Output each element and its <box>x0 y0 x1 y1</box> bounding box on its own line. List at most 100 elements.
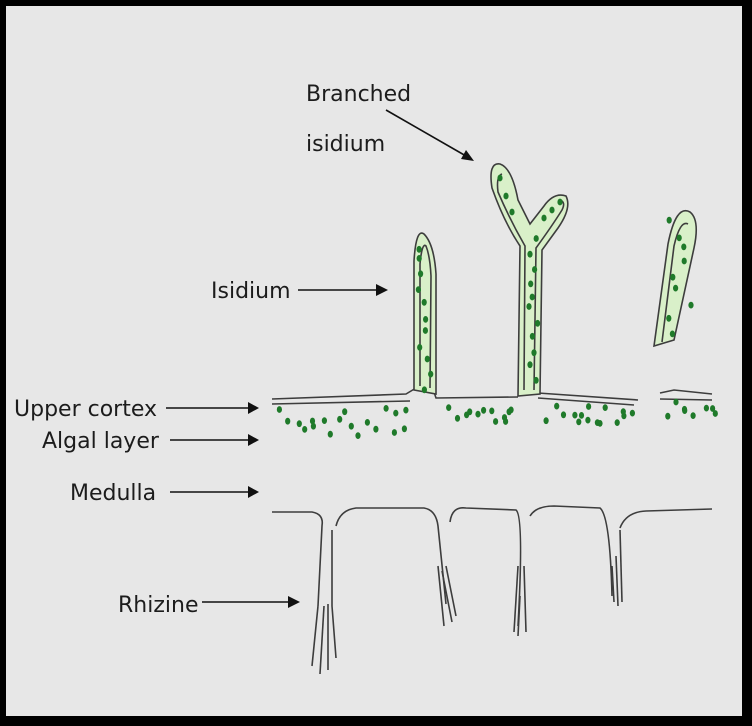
algal-cell <box>682 407 687 414</box>
algal-cell <box>425 356 430 363</box>
upper-cortex <box>272 388 712 405</box>
algal-cell <box>509 209 514 216</box>
algal-cell <box>428 371 433 378</box>
algal-cell <box>534 377 539 384</box>
rhizine <box>312 530 622 674</box>
algal-cell <box>423 316 428 323</box>
algal-cell <box>417 255 422 262</box>
algal-cell <box>355 432 360 439</box>
algal-cell <box>586 403 591 410</box>
algal-cell <box>503 193 508 200</box>
algal-cell <box>579 412 584 419</box>
algal-cell <box>337 416 342 423</box>
label-isidium: Isidium <box>211 279 291 304</box>
algal-cell <box>681 244 686 251</box>
algal-cell <box>691 412 696 419</box>
algal-cell <box>393 410 398 417</box>
label-branched-isidium-line2: isidium <box>306 132 385 157</box>
label-medulla: Medulla <box>70 481 156 506</box>
arrow-branched-isidium <box>386 110 474 161</box>
algal-cell <box>595 419 600 426</box>
algal-cell <box>670 274 675 281</box>
arrow-isidium <box>298 284 388 296</box>
algal-cell <box>285 418 290 425</box>
algal-cell <box>311 423 316 430</box>
algal-cell <box>530 333 535 340</box>
algal-cell <box>603 404 608 411</box>
algal-cell <box>349 423 354 430</box>
algal-cell <box>572 412 577 419</box>
arrow-medulla <box>170 486 259 498</box>
algal-cell <box>673 285 678 292</box>
algal-cell <box>544 417 549 424</box>
algal-cell <box>417 344 422 351</box>
algal-cell <box>541 215 546 222</box>
algal-cell <box>497 175 502 182</box>
algal-cell <box>481 407 486 414</box>
algal-cell <box>534 235 539 242</box>
algal-cell <box>422 299 427 306</box>
algal-cell <box>302 426 307 433</box>
algal-cell <box>527 251 532 258</box>
algal-cells <box>277 175 718 439</box>
algal-cell <box>665 413 670 420</box>
algal-cell <box>277 406 282 413</box>
arrow-rhizine <box>202 596 300 608</box>
lichen-cross-section-diagram: Branched isidium Isidium Upper cortex Al… <box>6 6 742 716</box>
algal-cell <box>576 419 581 426</box>
algal-cell <box>677 235 682 242</box>
algal-cell <box>630 410 635 417</box>
algal-cell <box>531 349 536 356</box>
label-branched-isidium-line1: Branched <box>306 82 411 107</box>
algal-cell <box>402 425 407 432</box>
arrow-algal-layer <box>170 434 259 446</box>
algal-cell <box>342 408 347 415</box>
algal-cell <box>682 258 687 265</box>
algal-cell <box>585 417 590 424</box>
diagram-canvas: Branched isidium Isidium Upper cortex Al… <box>6 6 746 716</box>
algal-cell <box>527 361 532 368</box>
algal-cell <box>502 414 507 421</box>
lower-cortex <box>272 506 712 626</box>
algal-cell <box>509 407 514 414</box>
algal-cell <box>667 217 672 224</box>
algal-cell <box>418 270 423 277</box>
label-algal-layer: Algal layer <box>42 429 160 454</box>
algal-cell <box>297 420 302 427</box>
algal-cell <box>666 315 671 322</box>
arrow-upper-cortex <box>166 402 259 414</box>
label-rhizine: Rhizine <box>118 593 198 618</box>
algal-cell <box>532 266 537 273</box>
algal-cell <box>423 327 428 334</box>
algal-cell <box>475 411 480 418</box>
algal-cell <box>416 286 421 293</box>
algal-cell <box>403 407 408 414</box>
algal-cell <box>489 408 494 415</box>
algal-cell <box>446 404 451 411</box>
algal-cell <box>365 419 370 426</box>
algal-cell <box>670 331 675 338</box>
algal-cell <box>392 429 397 436</box>
algal-cell <box>688 302 693 309</box>
branched-isidium-structure <box>491 164 568 396</box>
algal-cell <box>328 431 333 438</box>
algal-cell <box>561 411 566 418</box>
algal-cell <box>455 415 460 422</box>
label-upper-cortex: Upper cortex <box>14 397 157 422</box>
algal-cell <box>464 412 469 419</box>
algal-cell <box>526 303 531 310</box>
algal-cell <box>615 419 620 426</box>
algal-cell <box>528 281 533 288</box>
algal-cell <box>417 246 422 253</box>
algal-cell <box>384 405 389 412</box>
algal-cell <box>422 386 427 393</box>
algal-cell <box>557 199 562 206</box>
algal-cell <box>493 418 498 425</box>
algal-cell <box>673 399 678 406</box>
algal-cell <box>704 405 709 412</box>
algal-cell <box>535 320 540 327</box>
algal-cell <box>710 405 715 412</box>
algal-cell <box>554 403 559 410</box>
algal-cell <box>322 417 327 424</box>
algal-cell <box>621 408 626 415</box>
